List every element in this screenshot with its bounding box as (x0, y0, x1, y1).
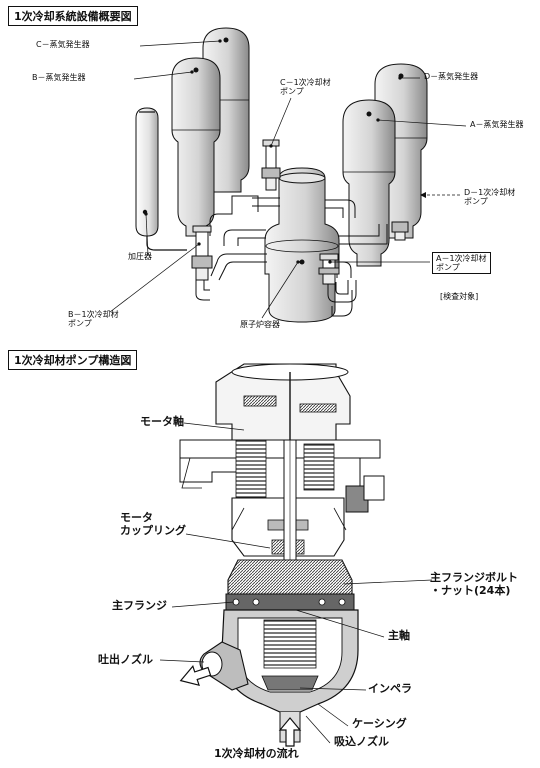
label-steam-generator-d: D－蒸気発生器 (424, 72, 479, 81)
label-suction-nozzle: 吸込ノズル (334, 735, 389, 748)
label-steam-generator-a: A－蒸気発生器 (470, 120, 524, 129)
label-casing: ケーシング (352, 717, 407, 730)
reactor-coolant-pump-b (191, 225, 213, 281)
steam-generator-a (342, 99, 396, 267)
pump-casing (221, 609, 359, 743)
label-coolant-flow: 1次冷却材の流れ (214, 747, 299, 760)
label-main-flange-bolt-nut: 主フランジボルト ・ナット(24本) (430, 571, 518, 597)
top-leader-lines (109, 39, 467, 319)
reactor-coolant-pump-c (261, 139, 281, 191)
label-steam-generator-c: C－蒸気発生器 (36, 40, 90, 49)
reactor-vessel (264, 167, 340, 323)
label-pump-d: D－1次冷却材 ポンプ (464, 188, 516, 207)
reactor-coolant-pump-a (318, 253, 340, 285)
label-impeller: インペラ (368, 682, 412, 695)
label-pump-b: B－1次冷却材 ポンプ (68, 310, 119, 329)
pressurizer (135, 107, 187, 251)
label-motor-shaft: モータ軸 (140, 415, 184, 428)
label-reactor-vessel: 原子炉容器 (240, 320, 280, 329)
bottom-leader-lines (159, 422, 433, 744)
label-main-flange: 主フランジ (112, 599, 167, 612)
label-main-shaft: 主軸 (388, 629, 410, 642)
label-steam-generator-b: B－蒸気発生器 (32, 73, 86, 82)
label-discharge-nozzle: 吐出ノズル (98, 653, 153, 666)
reactor-coolant-pump-d (391, 221, 409, 241)
label-motor-coupling: モータ カップリング (120, 511, 186, 537)
label-pump-c: C－1次冷却材 ポンプ (280, 78, 331, 97)
pump-motor (179, 363, 385, 513)
top-diagram-title: 1次冷却系統設備概要図 (8, 6, 138, 26)
bottom-diagram-title: 1次冷却材ポンプ構造図 (8, 350, 138, 370)
steam-generator-b (171, 57, 221, 237)
label-pump-a: A－1次冷却材 ポンプ (432, 252, 491, 275)
label-inspection-target: [検査対象] (440, 292, 479, 301)
primary-loop-piping (195, 195, 388, 317)
main-flange-assembly (225, 559, 355, 611)
flow-arrows (179, 664, 302, 747)
label-pressurizer: 加圧器 (128, 252, 152, 261)
